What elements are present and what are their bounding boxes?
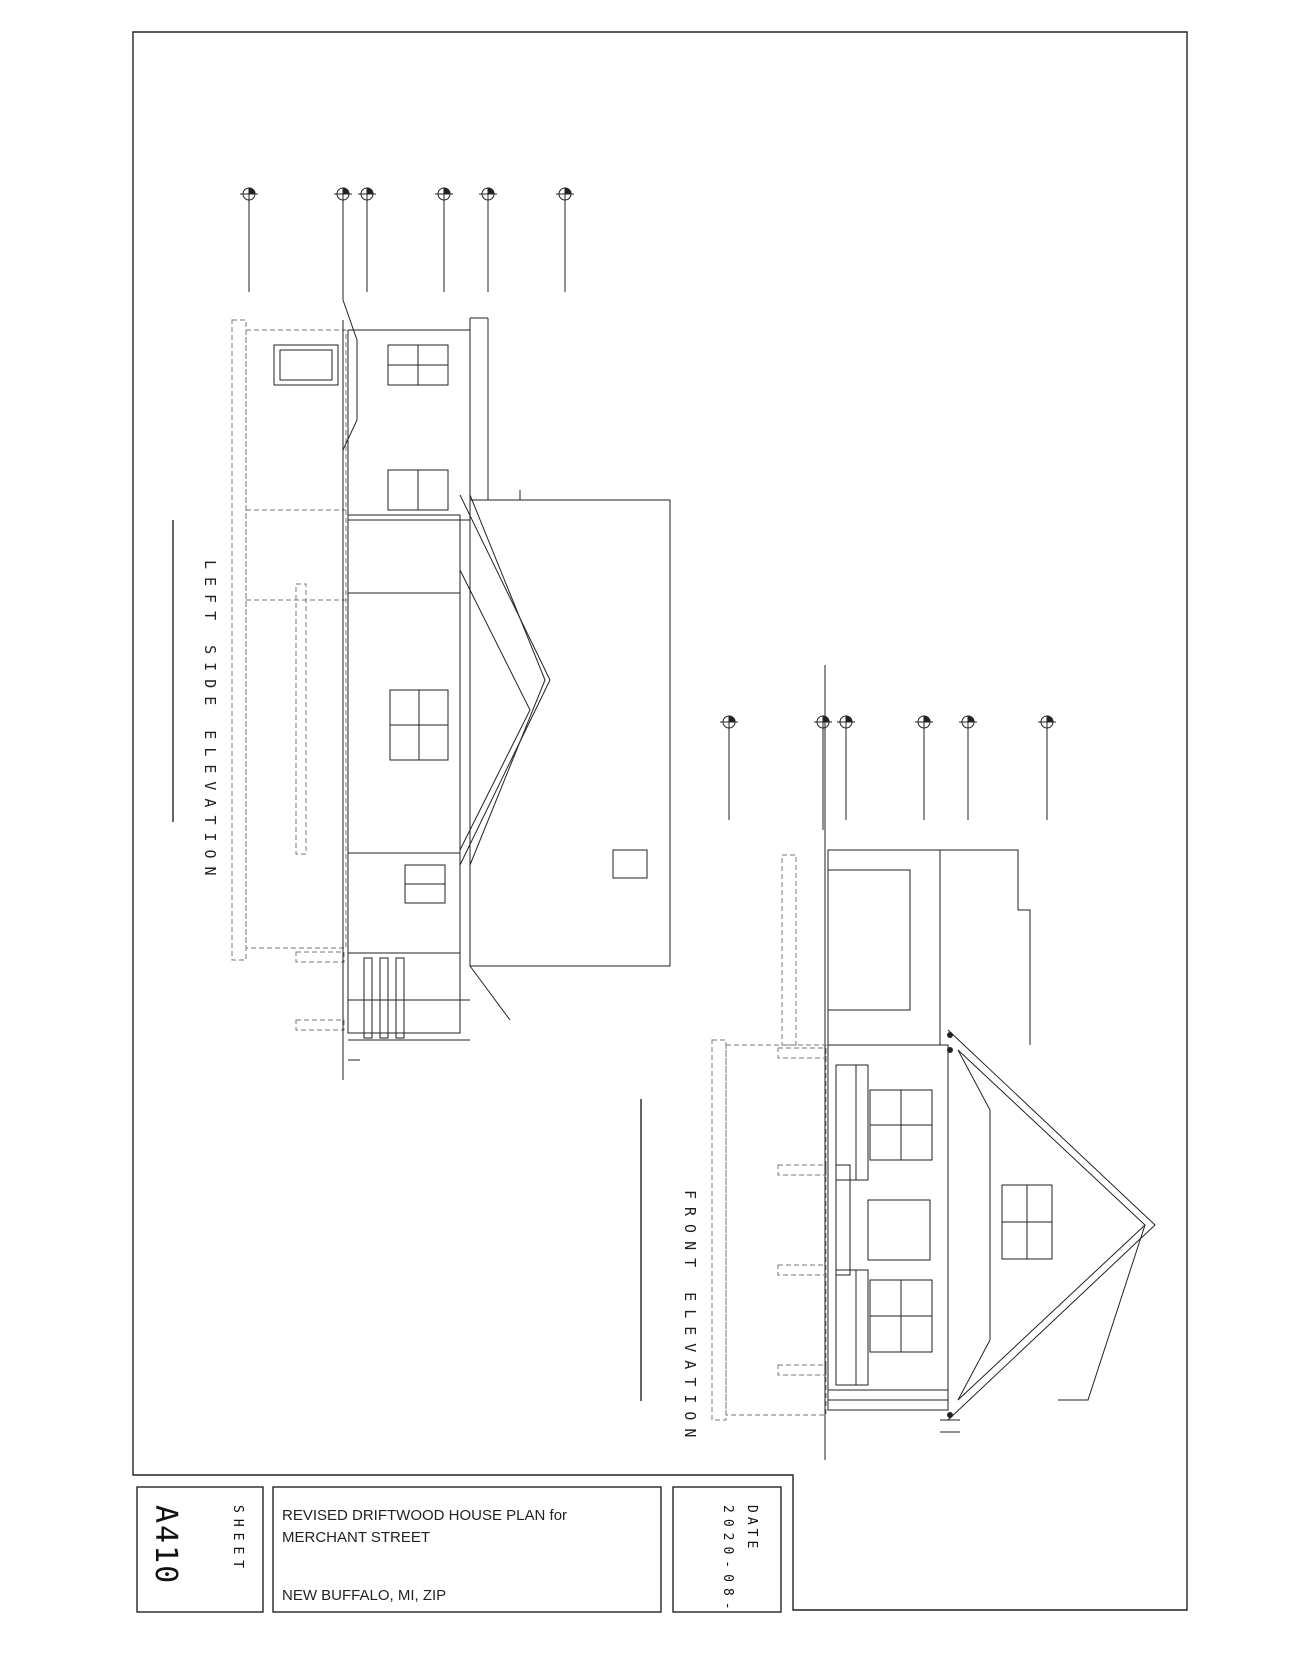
left-side-elevation-drawing <box>231 187 671 1080</box>
front-elevation-drawing <box>711 665 1156 1460</box>
sheet-label: SHEET <box>230 1505 245 1575</box>
sheet-number-box <box>136 1486 264 1613</box>
project-title-line1: REVISED DRIFTWOOD HOUSE PLAN for <box>282 1507 568 1524</box>
date-box <box>672 1486 782 1613</box>
project-title: REVISED DRIFTWOOD HOUSE PLAN for MERCHAN… <box>282 1505 652 1549</box>
level-markers-side <box>240 187 574 300</box>
date-value: 2020-08-25 <box>720 1505 735 1612</box>
date-block: DATE 2020-08-25 <box>673 1487 781 1612</box>
sheet-border <box>132 31 1188 1611</box>
project-location: NEW BUFFALO, MI, ZIP <box>282 1587 447 1604</box>
sheet-number: A410 <box>148 1505 183 1586</box>
project-title-box <box>272 1486 662 1613</box>
project-title-line2: MERCHANT STREET <box>282 1529 431 1546</box>
date-label: DATE <box>744 1505 759 1553</box>
front-elevation-title: FRONT ELEVATION <box>681 1190 699 1446</box>
side-elevation-title: LEFT SIDE ELEVATION <box>201 560 219 884</box>
level-markers-front <box>720 715 1056 830</box>
sheet-number-block: SHEET A410 <box>137 1487 263 1612</box>
